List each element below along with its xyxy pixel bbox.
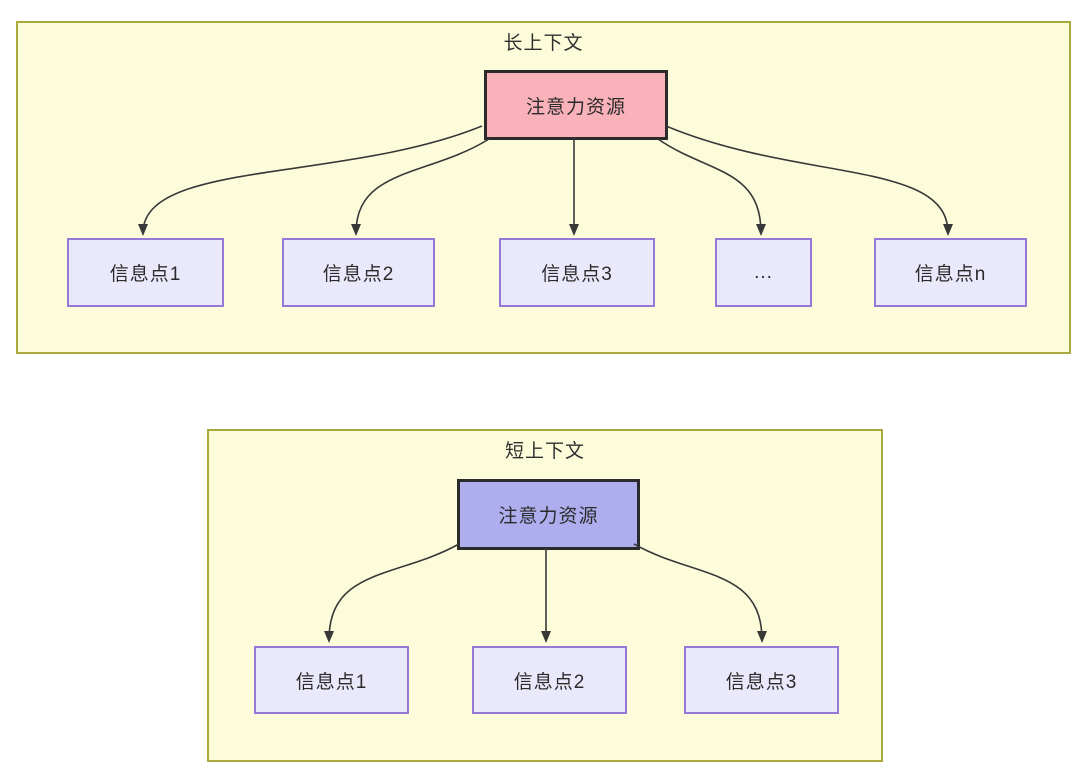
info-node-long-ellipsis: ...: [715, 238, 812, 307]
info-node-short-1: 信息点1: [254, 646, 409, 714]
info-node-long-1: 信息点1: [67, 238, 224, 307]
attention-resource-box-short: 注意力资源: [457, 479, 640, 550]
panel-long-context-title: 长上下文: [503, 33, 584, 54]
panel-long-context: 长上下文 注意力资源 信息点1 信息点2 信息点3 ... 信息点n: [16, 21, 1071, 354]
info-node-short-2: 信息点2: [472, 646, 627, 714]
panel-short-context-title: 短上下文: [504, 441, 585, 462]
info-node-long-2: 信息点2: [282, 238, 435, 307]
attention-resource-box-long: 注意力资源: [484, 70, 668, 140]
panel-short-context: 短上下文 注意力资源 信息点1 信息点2 信息点3: [207, 429, 883, 762]
info-node-long-n: 信息点n: [874, 238, 1027, 307]
info-node-long-3: 信息点3: [499, 238, 655, 307]
info-node-short-3: 信息点3: [684, 646, 839, 714]
